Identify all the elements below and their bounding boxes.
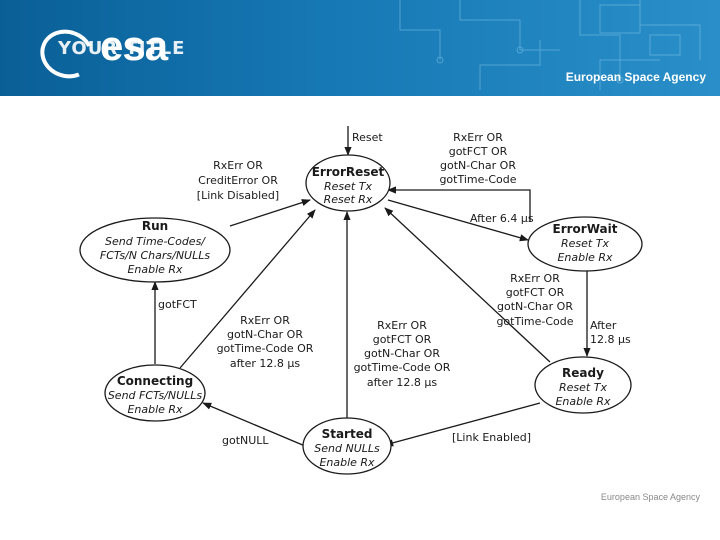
transition-label: gotN-Char OR [440,159,516,172]
transition-label: Reset [352,131,383,144]
state-run [79,217,231,283]
transition-label: gotTime-Code OR [217,342,314,355]
transition-label: after 12.8 µs [367,376,438,389]
esa-logo-text: esa [100,22,168,69]
transition-label: gotTime-Code [496,315,573,328]
transition-label: RxErr OR [240,314,290,327]
state-action: Reset Tx [559,381,607,394]
state-action: Send NULLs [314,442,380,455]
state-error-wait [527,216,643,272]
state-action: Send Time-Codes/ [105,235,206,248]
state-action: Reset Tx [324,180,372,193]
state-started [302,417,392,475]
arrow-reset-to-errorwait [387,199,529,242]
transition-label: after 12.8 µs [230,357,301,370]
state-connecting [104,364,206,422]
transition-label: gotNULL [222,434,269,447]
transition-label: gotN-Char OR [497,300,573,313]
transition-label: RxErr OR [510,272,560,285]
state-action: Enable Rx [127,263,183,276]
state-action: Reset Rx [324,193,373,206]
transition-label: 12.8 µs [590,333,631,346]
state-action: Enable Rx [127,403,183,416]
state-action: FCTs/N Chars/NULLs [100,249,210,262]
transition-label: gotFCT [158,298,197,311]
footer-agency: European Space Agency [600,492,700,502]
transition-label: After [590,319,617,332]
state-action: Enable Rx [319,456,375,469]
transition-label: RxErr OR [453,131,503,144]
transition-label: [Link Disabled] [197,189,279,202]
transition-label: RxErr OR [377,319,427,332]
agency-name: European Space Agency [565,70,706,84]
transition-label: gotN-Char OR [364,347,440,360]
transition-label: gotN-Char OR [227,328,303,341]
arrow-run-to-reset [229,199,311,227]
state-name: Connecting [117,374,193,388]
state-action: Send FCTs/NULLs [108,389,203,402]
transition-label: gotFCT OR [373,333,432,346]
transition-label: CreditError OR [198,174,278,187]
arrow-ready-to-started [384,402,541,447]
circuit-pattern [399,0,701,90]
transition-label: gotTime-Code [439,173,516,186]
transition-label: RxErr OR [213,159,263,172]
transition-label: gotTime-Code OR [354,361,451,374]
slide-title: YOUR TITLE [58,38,186,59]
state-ready [534,356,632,414]
arrow-started-to-connecting [202,402,306,447]
state-action: Enable Rx [555,395,611,408]
header-banner: YOUR TITLE esa European Space Agency [0,0,720,96]
state-name: Ready [562,366,604,380]
state-action: Enable Rx [557,251,613,264]
transition-label: gotFCT OR [506,286,565,299]
state-name: Started [322,427,373,441]
arrow-ready-to-reset [384,207,551,363]
transition-label: [Link Enabled] [452,431,531,444]
state-name: ErrorReset [312,165,385,179]
transition-label: gotFCT OR [449,145,508,158]
state-name: Run [142,219,168,233]
state-action: Reset Tx [561,237,609,250]
state-name: ErrorWait [553,222,618,236]
state-error-reset [305,154,391,212]
arrow-connecting-to-reset [179,209,316,369]
transition-label: After 6.4 µs [470,212,534,225]
arrow-errorwait-to-reset [387,186,531,222]
